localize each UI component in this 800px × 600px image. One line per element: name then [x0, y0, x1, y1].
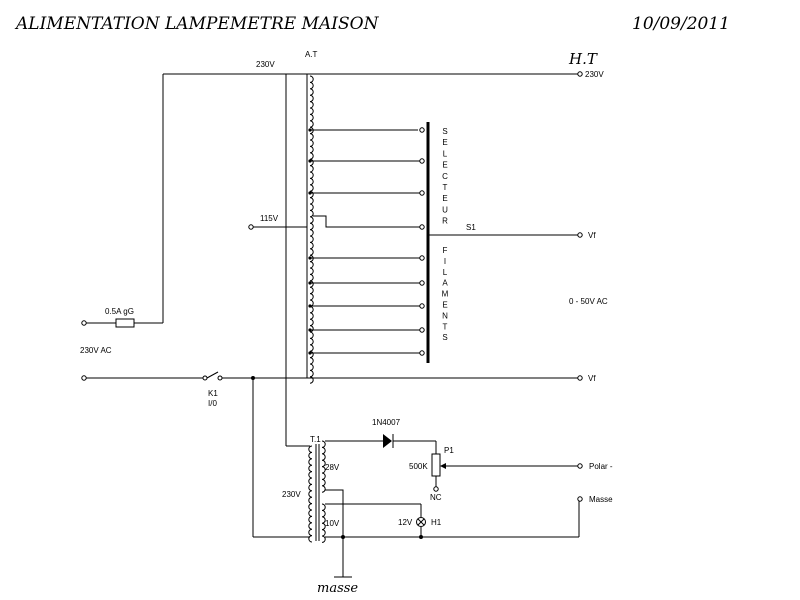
switch-contact-right [217, 375, 223, 381]
page-title: ALIMENTATION LAMPEMETRE MAISON [14, 14, 380, 34]
filaments-letter: T [443, 322, 448, 331]
selecteur-letter: U [442, 205, 448, 214]
at-tap-point [308, 328, 312, 332]
mains-terminal-top [81, 320, 87, 326]
at-tap-point [308, 351, 312, 355]
vf-bottom-label: Vf [588, 374, 596, 383]
t1-secondary-1-label: 28V [325, 463, 340, 472]
filaments-letter: N [442, 311, 448, 320]
t1-primary-label: 230V [282, 490, 301, 499]
lamp-cross-2 [417, 518, 425, 526]
ground-label: masse [317, 581, 358, 596]
switch-blade [206, 371, 219, 379]
ht-terminal [577, 71, 583, 77]
masse-label: Masse [589, 495, 613, 504]
switch-label: K1 [208, 389, 218, 398]
switch-contact-left [202, 375, 208, 381]
at-tap-point [308, 281, 312, 285]
pot-value-label: 500K [409, 462, 428, 471]
potentiometer-p1 [431, 453, 441, 477]
selector-contact [419, 190, 425, 196]
masse-terminal [577, 496, 583, 502]
vf-top-label: Vf [588, 231, 596, 240]
t1-secondary-1-coil [321, 440, 326, 493]
selector-contact-115v [419, 224, 425, 230]
mid-tap-label: 115V [260, 214, 279, 223]
selecteur-letter: L [443, 149, 448, 158]
selector-contact [419, 280, 425, 286]
selector-contact [419, 350, 425, 356]
at-tap-point [308, 128, 312, 132]
diode-1n4007 [383, 434, 392, 448]
lamp-name-label: H1 [431, 518, 442, 527]
diode-label: 1N4007 [372, 418, 401, 427]
selecteur-letter: T [443, 183, 448, 192]
pot-label: P1 [444, 446, 454, 455]
masse-rail [325, 489, 344, 577]
fuse-label: 0.5A gG [105, 307, 134, 316]
selecteur-letter: R [442, 217, 448, 226]
at-tap-point [308, 191, 312, 195]
selector-contact [419, 327, 425, 333]
lamp-voltage-label: 12V [398, 518, 413, 527]
at-tap-point [308, 159, 312, 163]
mains-label: 230V AC [80, 346, 112, 355]
t1-secondary-2-coil [321, 503, 326, 543]
filaments-letter: F [443, 246, 448, 255]
polar-terminal [577, 463, 583, 469]
range-label: 0 - 50V AC [569, 297, 608, 306]
at-tap-point [308, 304, 312, 308]
filaments-letter: E [442, 301, 447, 310]
selecteur-letter: S [442, 127, 447, 136]
selector-contact [419, 158, 425, 164]
selector-contact [419, 303, 425, 309]
fuse [115, 318, 135, 328]
pot-wiper-arrow [440, 463, 446, 469]
selector-contact [419, 255, 425, 261]
polar-label: Polar - [589, 462, 613, 471]
junction-lamp [419, 535, 423, 539]
pot-nc-terminal [433, 486, 439, 492]
date-label: 10/09/2011 [632, 14, 730, 34]
filaments-letter: S [442, 333, 447, 342]
autotransformer-label: A.T [305, 50, 318, 59]
transformer-label: T.1 [310, 435, 321, 444]
junction-masse [341, 535, 345, 539]
selecteur-letter: C [442, 172, 448, 181]
vf-terminal-bottom [577, 375, 583, 381]
mid-tap-terminal [248, 224, 254, 230]
selecteur-letter: E [442, 161, 447, 170]
at-coil [309, 75, 314, 384]
filaments-letter: L [443, 268, 448, 277]
tap-line-115v [313, 215, 420, 228]
selecteur-letter: E [442, 138, 447, 147]
wiper-label: S1 [466, 223, 476, 232]
filaments-letter: A [442, 279, 448, 288]
vf-terminal-top [577, 232, 583, 238]
at-tap-point [308, 256, 312, 260]
filaments-letter: I [444, 257, 446, 266]
selecteur-letter: E [442, 194, 447, 203]
switch-state-label: I/0 [208, 399, 217, 408]
top-voltage-label: 230V [256, 60, 275, 69]
selector-contact [419, 127, 425, 133]
pot-nc-label: NC [430, 493, 442, 502]
filaments-letter: M [442, 290, 449, 299]
ht-label: H.T [568, 50, 598, 68]
ht-voltage-label: 230V [585, 70, 604, 79]
mains-terminal-bottom [81, 375, 87, 381]
t1-secondary-2-label: 10V [325, 519, 340, 528]
t1-primary-coil [308, 445, 313, 543]
